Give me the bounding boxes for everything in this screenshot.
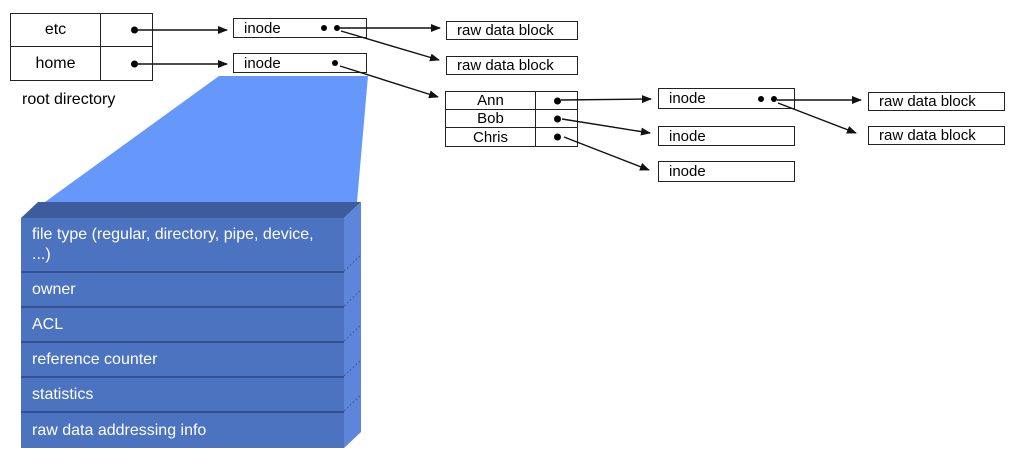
pointer-bullet-bob: [554, 115, 561, 122]
raw-data-block-2-label: raw data block: [457, 57, 554, 74]
raw-data-block-1-label: raw data block: [457, 22, 554, 39]
inode-field-acl: ACL: [21, 306, 344, 341]
pointer-bullet-ann: [554, 97, 561, 104]
root-dir-pointer-home: [101, 47, 152, 80]
stack-top-bevel: [21, 202, 361, 218]
inode-structure-detail: file type (regular, directory, pipe, dev…: [21, 218, 344, 448]
raw-data-block-4: raw data block: [868, 126, 1005, 145]
inode-field-raw-data-addressing: raw data addressing info: [21, 411, 344, 448]
inode-field-file-type: file type (regular, directory, pipe, dev…: [21, 218, 344, 271]
raw-data-block-4-label: raw data block: [879, 127, 976, 144]
root-dir-pointer-etc: [101, 14, 152, 47]
pointer-bullet-home: [131, 60, 138, 67]
raw-data-block-3-label: raw data block: [879, 93, 976, 110]
home-dir-entry-ann-label: Ann: [477, 92, 504, 109]
inode-etc-block-pointer-2: [334, 25, 340, 31]
inode-field-raw-data-addressing-label: raw data addressing info: [32, 421, 207, 439]
root-dir-entry-etc-label: etc: [44, 21, 67, 38]
inode-field-statistics-label: statistics: [32, 385, 94, 403]
inode-etc-block-pointer-1: [321, 25, 327, 31]
inode-field-acl-label: ACL: [32, 315, 64, 333]
inode-field-reference-counter: reference counter: [21, 341, 344, 376]
root-directory-caption: root directory: [22, 91, 116, 108]
root-dir-entry-home: home: [11, 47, 101, 80]
inode-box-bob: inode: [658, 126, 795, 146]
raw-data-block-2: raw data block: [446, 56, 578, 75]
pointer-bullet-etc: [131, 26, 138, 34]
inode-box-home: inode: [233, 53, 367, 73]
raw-data-block-3: raw data block: [868, 92, 1005, 111]
inode-box-ann-label: inode: [669, 90, 706, 107]
home-dir-entry-bob: Bob: [446, 110, 536, 128]
inode-box-home-label: inode: [244, 54, 281, 72]
home-dir-entry-chris: Chris: [446, 128, 536, 146]
home-dir-entry-bob-label: Bob: [477, 110, 504, 127]
inode-box-etc: inode: [233, 18, 367, 38]
inode-box-ann: inode: [658, 88, 795, 109]
home-dir-pointer-bob: [536, 110, 577, 128]
zoom-funnel-shape: [45, 76, 368, 202]
raw-data-block-1: raw data block: [446, 21, 578, 40]
home-directory-table: Ann Bob Chris: [445, 91, 578, 147]
root-dir-entry-etc: etc: [11, 14, 101, 47]
inode-field-statistics: statistics: [21, 376, 344, 411]
inode-home-block-pointer: [332, 60, 338, 66]
home-dir-entry-chris-label: Chris: [472, 128, 508, 146]
home-dir-pointer-chris: [536, 128, 577, 146]
home-dir-pointer-ann: [536, 92, 577, 110]
inode-field-reference-counter-label: reference counter: [32, 350, 158, 368]
root-dir-entry-home-label: home: [35, 54, 76, 72]
home-dir-entry-ann: Ann: [446, 92, 536, 110]
inode-ann-block-pointer-2: [771, 95, 777, 102]
inode-box-chris-label: inode: [669, 163, 706, 180]
inode-box-bob-label: inode: [669, 127, 706, 145]
pointer-bullet-chris: [554, 133, 561, 141]
root-directory-table: etc home: [10, 13, 153, 81]
inode-box-etc-label: inode: [244, 19, 281, 37]
inode-ann-block-pointer-1: [758, 95, 764, 102]
stack-right-bevel: [344, 202, 361, 448]
inode-field-file-type-label: file type (regular, directory, pipe, dev…: [32, 225, 314, 263]
inode-field-owner-label: owner: [32, 280, 76, 298]
inode-field-owner: owner: [21, 271, 344, 306]
inode-box-chris: inode: [658, 161, 795, 182]
